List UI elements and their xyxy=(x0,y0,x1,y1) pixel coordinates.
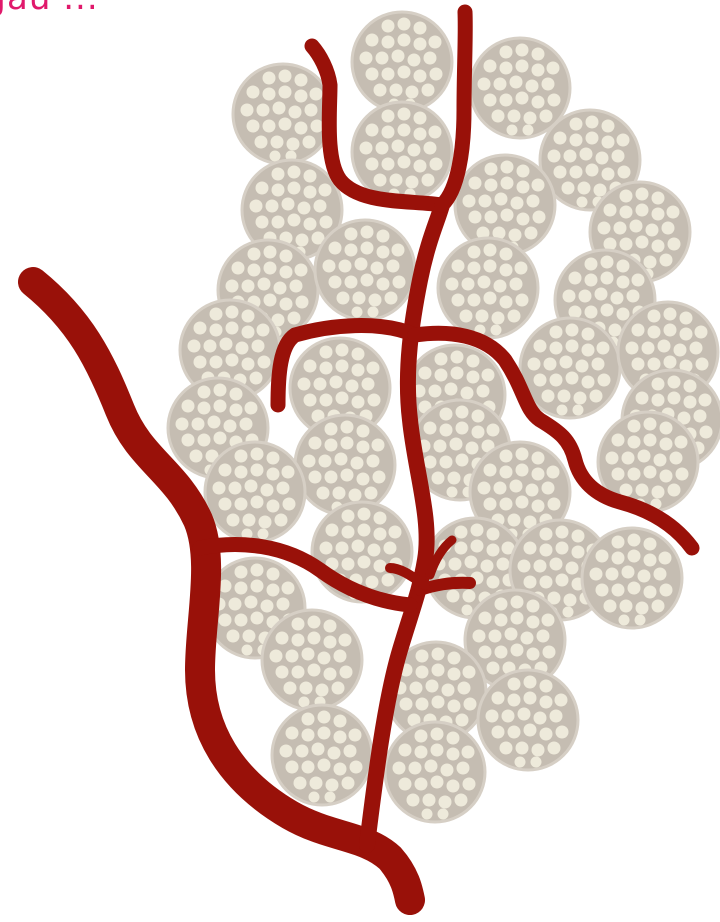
lobule-cluster xyxy=(168,12,720,822)
lobule xyxy=(352,12,452,112)
lobule xyxy=(438,238,538,338)
lobule xyxy=(582,528,682,628)
lobule xyxy=(205,442,305,542)
lobule xyxy=(295,415,395,515)
lobule xyxy=(315,220,415,320)
lobule xyxy=(262,610,362,710)
lobule xyxy=(478,670,578,770)
lobule xyxy=(233,64,333,164)
lobule xyxy=(385,722,485,822)
lobule xyxy=(352,102,452,202)
lobule xyxy=(272,705,372,805)
